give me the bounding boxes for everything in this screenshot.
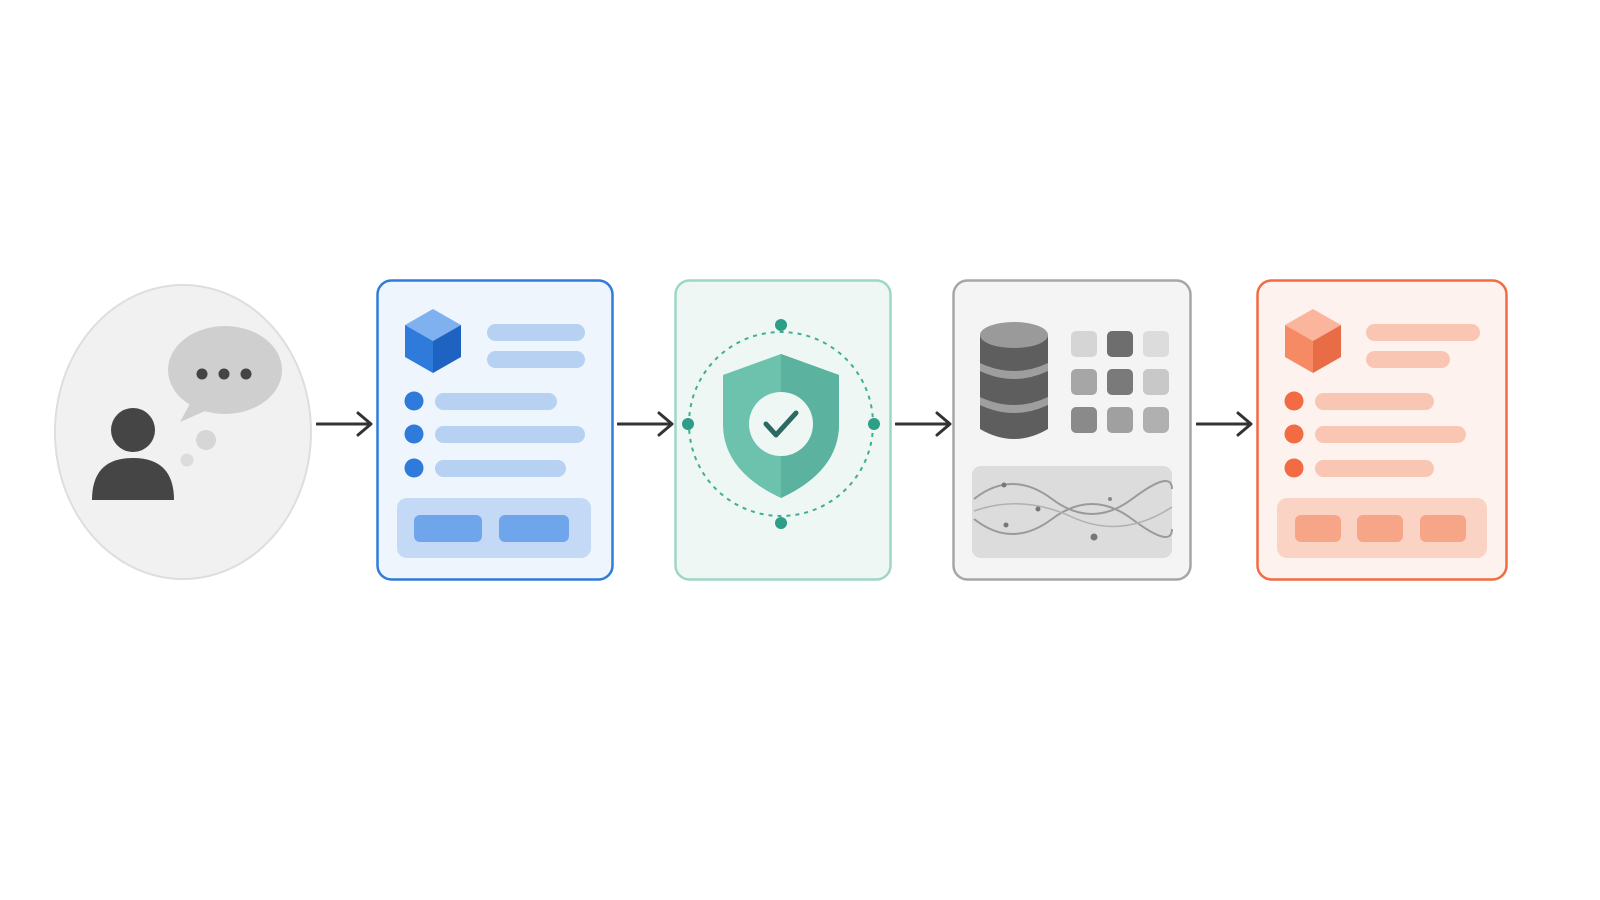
user-request-node xyxy=(52,282,314,582)
cube-icon xyxy=(1285,309,1341,373)
arrow-right-icon xyxy=(316,410,374,438)
speech-bubble-icon xyxy=(168,326,282,467)
wave-graph-icon xyxy=(972,466,1173,558)
structured-form-card xyxy=(376,279,614,581)
arrow-right-icon xyxy=(617,410,675,438)
database-icon xyxy=(980,322,1048,439)
arrow-right-icon xyxy=(1196,410,1254,438)
grid-icon xyxy=(1071,331,1169,433)
data-processing-card xyxy=(952,279,1192,581)
user-icon xyxy=(92,408,174,500)
output-form-card xyxy=(1256,279,1508,581)
shield-check-icon xyxy=(723,354,839,498)
cube-icon xyxy=(405,309,461,373)
security-validation-card xyxy=(674,279,892,581)
arrow-right-icon xyxy=(895,410,953,438)
